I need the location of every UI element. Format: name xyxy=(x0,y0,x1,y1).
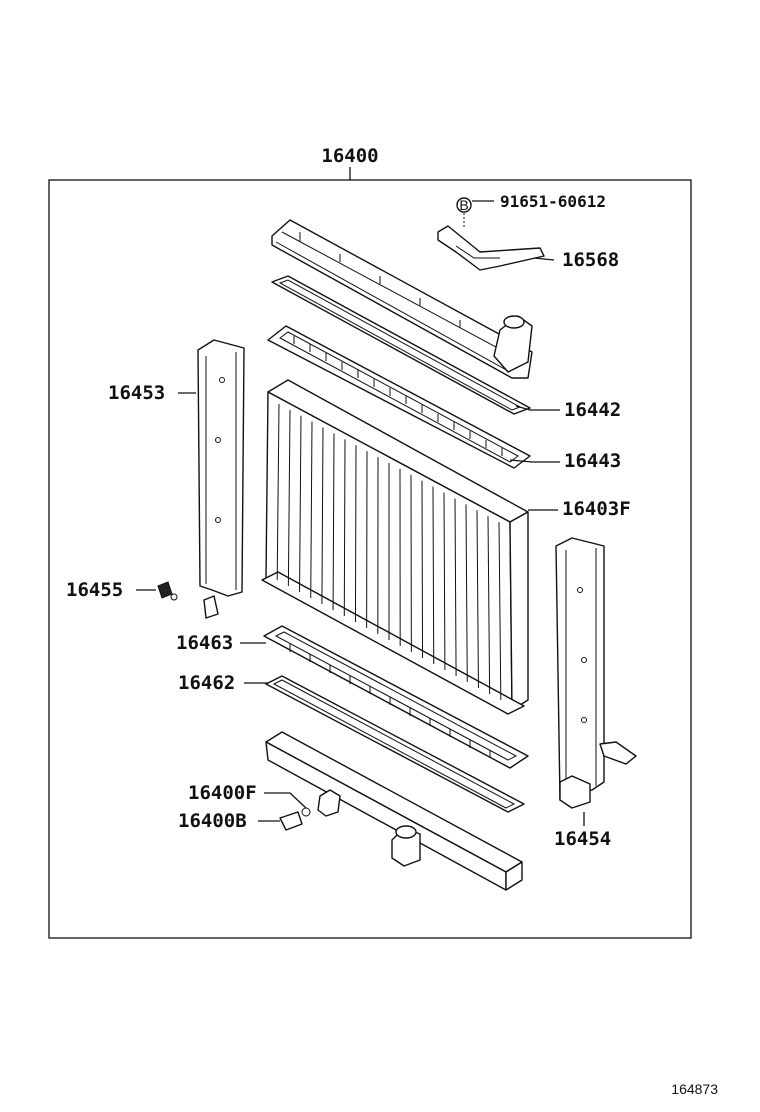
lower-core-plate xyxy=(263,625,529,769)
core-tube xyxy=(354,445,357,623)
core-tube xyxy=(287,409,291,587)
core-tube xyxy=(310,421,313,599)
label-16462: 16462 xyxy=(178,672,235,694)
label-16455: 16455 xyxy=(66,579,123,601)
core-tube xyxy=(299,415,302,593)
core-tube xyxy=(421,480,424,659)
upper-gasket xyxy=(271,275,531,415)
core-tube xyxy=(465,504,468,683)
label-16400F: 16400F xyxy=(188,782,257,804)
label-16403F: 16403F xyxy=(562,498,631,520)
bolt-symbol-letter: B xyxy=(459,197,468,213)
label-16400B: 16400B xyxy=(178,810,247,832)
assembly-label: 16400 xyxy=(321,145,378,167)
drain-cock-16400B xyxy=(279,807,311,831)
radiator-core xyxy=(261,379,529,715)
right-side-support xyxy=(555,537,637,809)
lower-gasket xyxy=(265,675,525,813)
core-tube xyxy=(487,516,491,695)
core-tube xyxy=(443,492,446,671)
core-tube xyxy=(432,486,435,665)
core-tube xyxy=(454,498,457,677)
upper-tank xyxy=(271,219,533,379)
bolt-symbol xyxy=(456,197,472,213)
figure-number: 164873 xyxy=(671,1081,718,1097)
core-tube xyxy=(476,510,479,689)
assembly-frame xyxy=(48,179,692,939)
upper-bracket xyxy=(437,225,545,271)
label-91651-60612: 91651-60612 xyxy=(500,192,606,211)
label-16442: 16442 xyxy=(564,399,621,421)
core-tube xyxy=(321,427,324,605)
lower-tank xyxy=(265,731,523,891)
bolt-16455 xyxy=(157,581,178,601)
label-16463: 16463 xyxy=(176,632,233,654)
label-16443: 16443 xyxy=(564,450,621,472)
core-tube xyxy=(343,439,346,617)
left-side-support xyxy=(197,339,245,619)
core-tube xyxy=(332,433,335,611)
label-16568: 16568 xyxy=(562,249,619,271)
label-16453: 16453 xyxy=(108,382,165,404)
core-tube xyxy=(276,403,280,581)
core-tube xyxy=(498,522,502,701)
label-16454: 16454 xyxy=(554,828,611,850)
upper-core-plate xyxy=(267,325,531,469)
